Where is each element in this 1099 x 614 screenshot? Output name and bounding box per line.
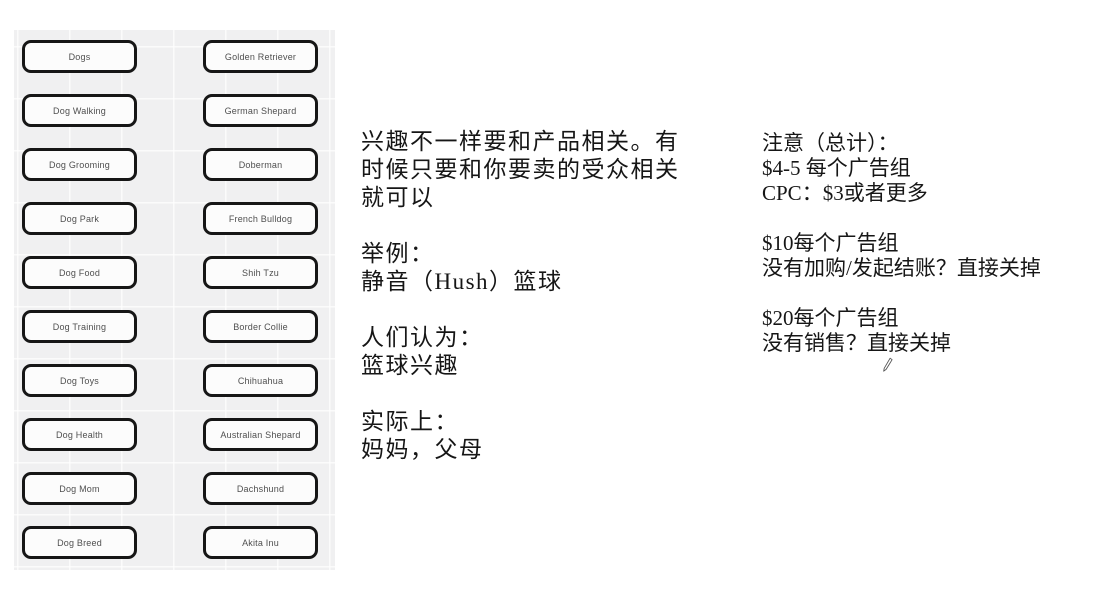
interest-button-dog-toys[interactable]: Dog Toys	[22, 364, 137, 397]
interest-button-dog-mom[interactable]: Dog Mom	[22, 472, 137, 505]
breed-button-french-bulldog[interactable]: French Bulldog	[203, 202, 318, 235]
breed-button-golden-retriever[interactable]: Golden Retriever	[203, 40, 318, 73]
breed-button-border-collie[interactable]: Border Collie	[203, 310, 318, 343]
interest-button-dog-park[interactable]: Dog Park	[22, 202, 137, 235]
interest-button-dogs[interactable]: Dogs	[22, 40, 137, 73]
breed-button-doberman[interactable]: Doberman	[203, 148, 318, 181]
interest-button-dog-walking[interactable]: Dog Walking	[22, 94, 137, 127]
budget-note: 注意（总计）： $4-5 每个广告组 CPC：$3或者更多 $10每个广告组 没…	[762, 131, 1041, 355]
interest-explanation-note: 兴趣不一样要和产品相关。有 时候只要和你要卖的受众相关 就可以 举例： 静音（H…	[361, 129, 680, 462]
interest-button-dog-health[interactable]: Dog Health	[22, 418, 137, 451]
breed-button-australian-shepard[interactable]: Australian Shepard	[203, 418, 318, 451]
breed-button-dachshund[interactable]: Dachshund	[203, 472, 318, 505]
interest-button-dog-food[interactable]: Dog Food	[22, 256, 137, 289]
breed-button-german-shepard[interactable]: German Shepard	[203, 94, 318, 127]
breed-button-shih-tzu[interactable]: Shih Tzu	[203, 256, 318, 289]
breed-button-chihuahua[interactable]: Chihuahua	[203, 364, 318, 397]
interest-button-dog-breed[interactable]: Dog Breed	[22, 526, 137, 559]
breed-button-akita-inu[interactable]: Akita Inu	[203, 526, 318, 559]
pencil-icon	[882, 357, 894, 373]
interest-button-dog-training[interactable]: Dog Training	[22, 310, 137, 343]
interest-button-dog-grooming[interactable]: Dog Grooming	[22, 148, 137, 181]
